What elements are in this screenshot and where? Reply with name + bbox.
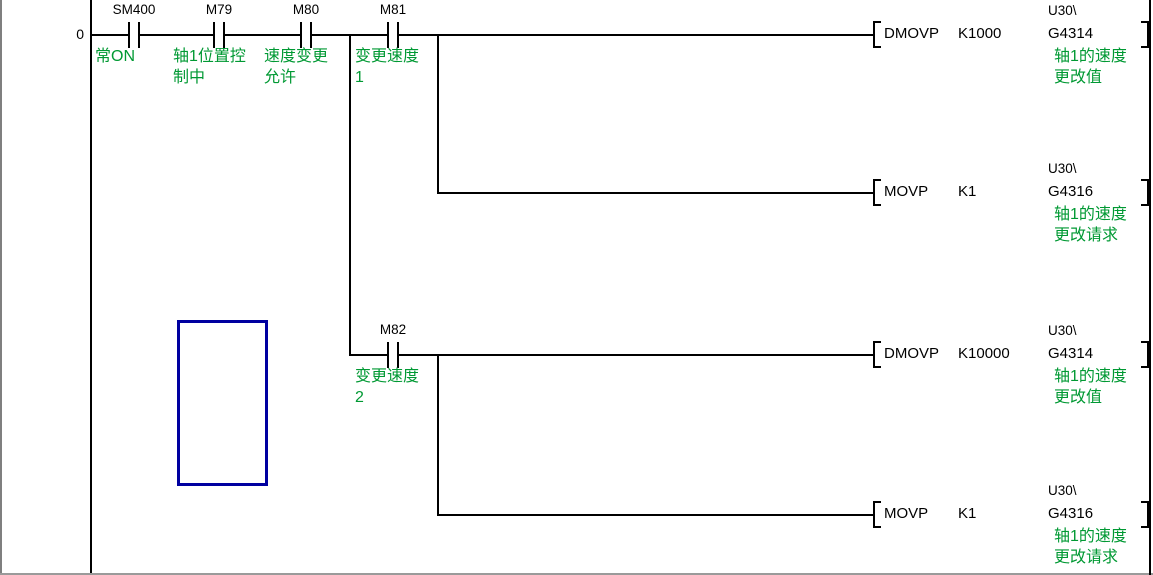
- instruction-device[interactable]: G4314: [1048, 345, 1094, 362]
- rung-number: 0: [76, 26, 84, 42]
- close-bracket: [1141, 21, 1149, 48]
- device-label: M82: [379, 322, 407, 337]
- instruction-device[interactable]: G4314: [1048, 25, 1094, 42]
- no-contact-symbol[interactable]: [128, 22, 140, 48]
- wire-row1: [91, 34, 875, 36]
- branch-wire-m82: [349, 34, 351, 356]
- device-prefix: U30\: [1048, 161, 1077, 176]
- device-prefix: U30\: [1048, 483, 1077, 498]
- open-bracket: [873, 21, 881, 48]
- instruction-operand[interactable]: K1: [958, 505, 977, 522]
- branch-wire-row4: [437, 354, 439, 516]
- right-power-rail: [1149, 0, 1151, 575]
- close-bracket: [1141, 501, 1149, 528]
- no-contact-symbol[interactable]: [387, 342, 399, 368]
- close-bracket: [1141, 179, 1149, 206]
- branch-wire-row2: [437, 34, 439, 194]
- window-border-bottom: [0, 573, 1153, 575]
- instruction-mnemonic[interactable]: DMOVP: [884, 25, 940, 42]
- instruction-mnemonic[interactable]: MOVP: [884, 505, 929, 522]
- device-comment: 轴1的速度更改请求: [1054, 528, 1127, 566]
- device-prefix: U30\: [1048, 3, 1077, 18]
- instruction-mnemonic[interactable]: MOVP: [884, 183, 929, 200]
- instruction-operand[interactable]: K10000: [958, 345, 1010, 362]
- device-label: M79: [205, 2, 233, 17]
- window-border-left: [0, 0, 2, 575]
- device-comment: 轴1的速度更改值: [1054, 48, 1127, 86]
- no-contact-symbol[interactable]: [213, 22, 225, 48]
- no-contact-symbol[interactable]: [300, 22, 312, 48]
- open-bracket: [873, 341, 881, 368]
- wire-row3: [349, 354, 875, 356]
- device-comment: 轴1位置控制中: [173, 48, 246, 86]
- selection-cursor[interactable]: [177, 320, 268, 486]
- device-comment: 轴1的速度更改值: [1054, 368, 1127, 406]
- device-comment: 常ON: [95, 48, 136, 65]
- instruction-operand[interactable]: K1000: [958, 25, 1002, 42]
- wire-row4: [437, 514, 875, 516]
- open-bracket: [873, 179, 881, 206]
- device-label: SM400: [112, 2, 156, 17]
- no-contact-symbol[interactable]: [387, 22, 399, 48]
- open-bracket: [873, 501, 881, 528]
- instruction-device[interactable]: G4316: [1048, 505, 1094, 522]
- instruction-mnemonic[interactable]: DMOVP: [884, 345, 940, 362]
- close-bracket: [1141, 341, 1149, 368]
- device-prefix: U30\: [1048, 323, 1077, 338]
- instruction-device[interactable]: G4316: [1048, 183, 1094, 200]
- device-comment: 轴1的速度更改请求: [1054, 206, 1127, 244]
- device-label: M80: [292, 2, 320, 17]
- device-label: M81: [379, 2, 407, 17]
- instruction-operand[interactable]: K1: [958, 183, 977, 200]
- left-power-rail: [90, 0, 92, 573]
- wire-row2: [437, 192, 875, 194]
- device-comment: 速度变更允许: [264, 48, 329, 86]
